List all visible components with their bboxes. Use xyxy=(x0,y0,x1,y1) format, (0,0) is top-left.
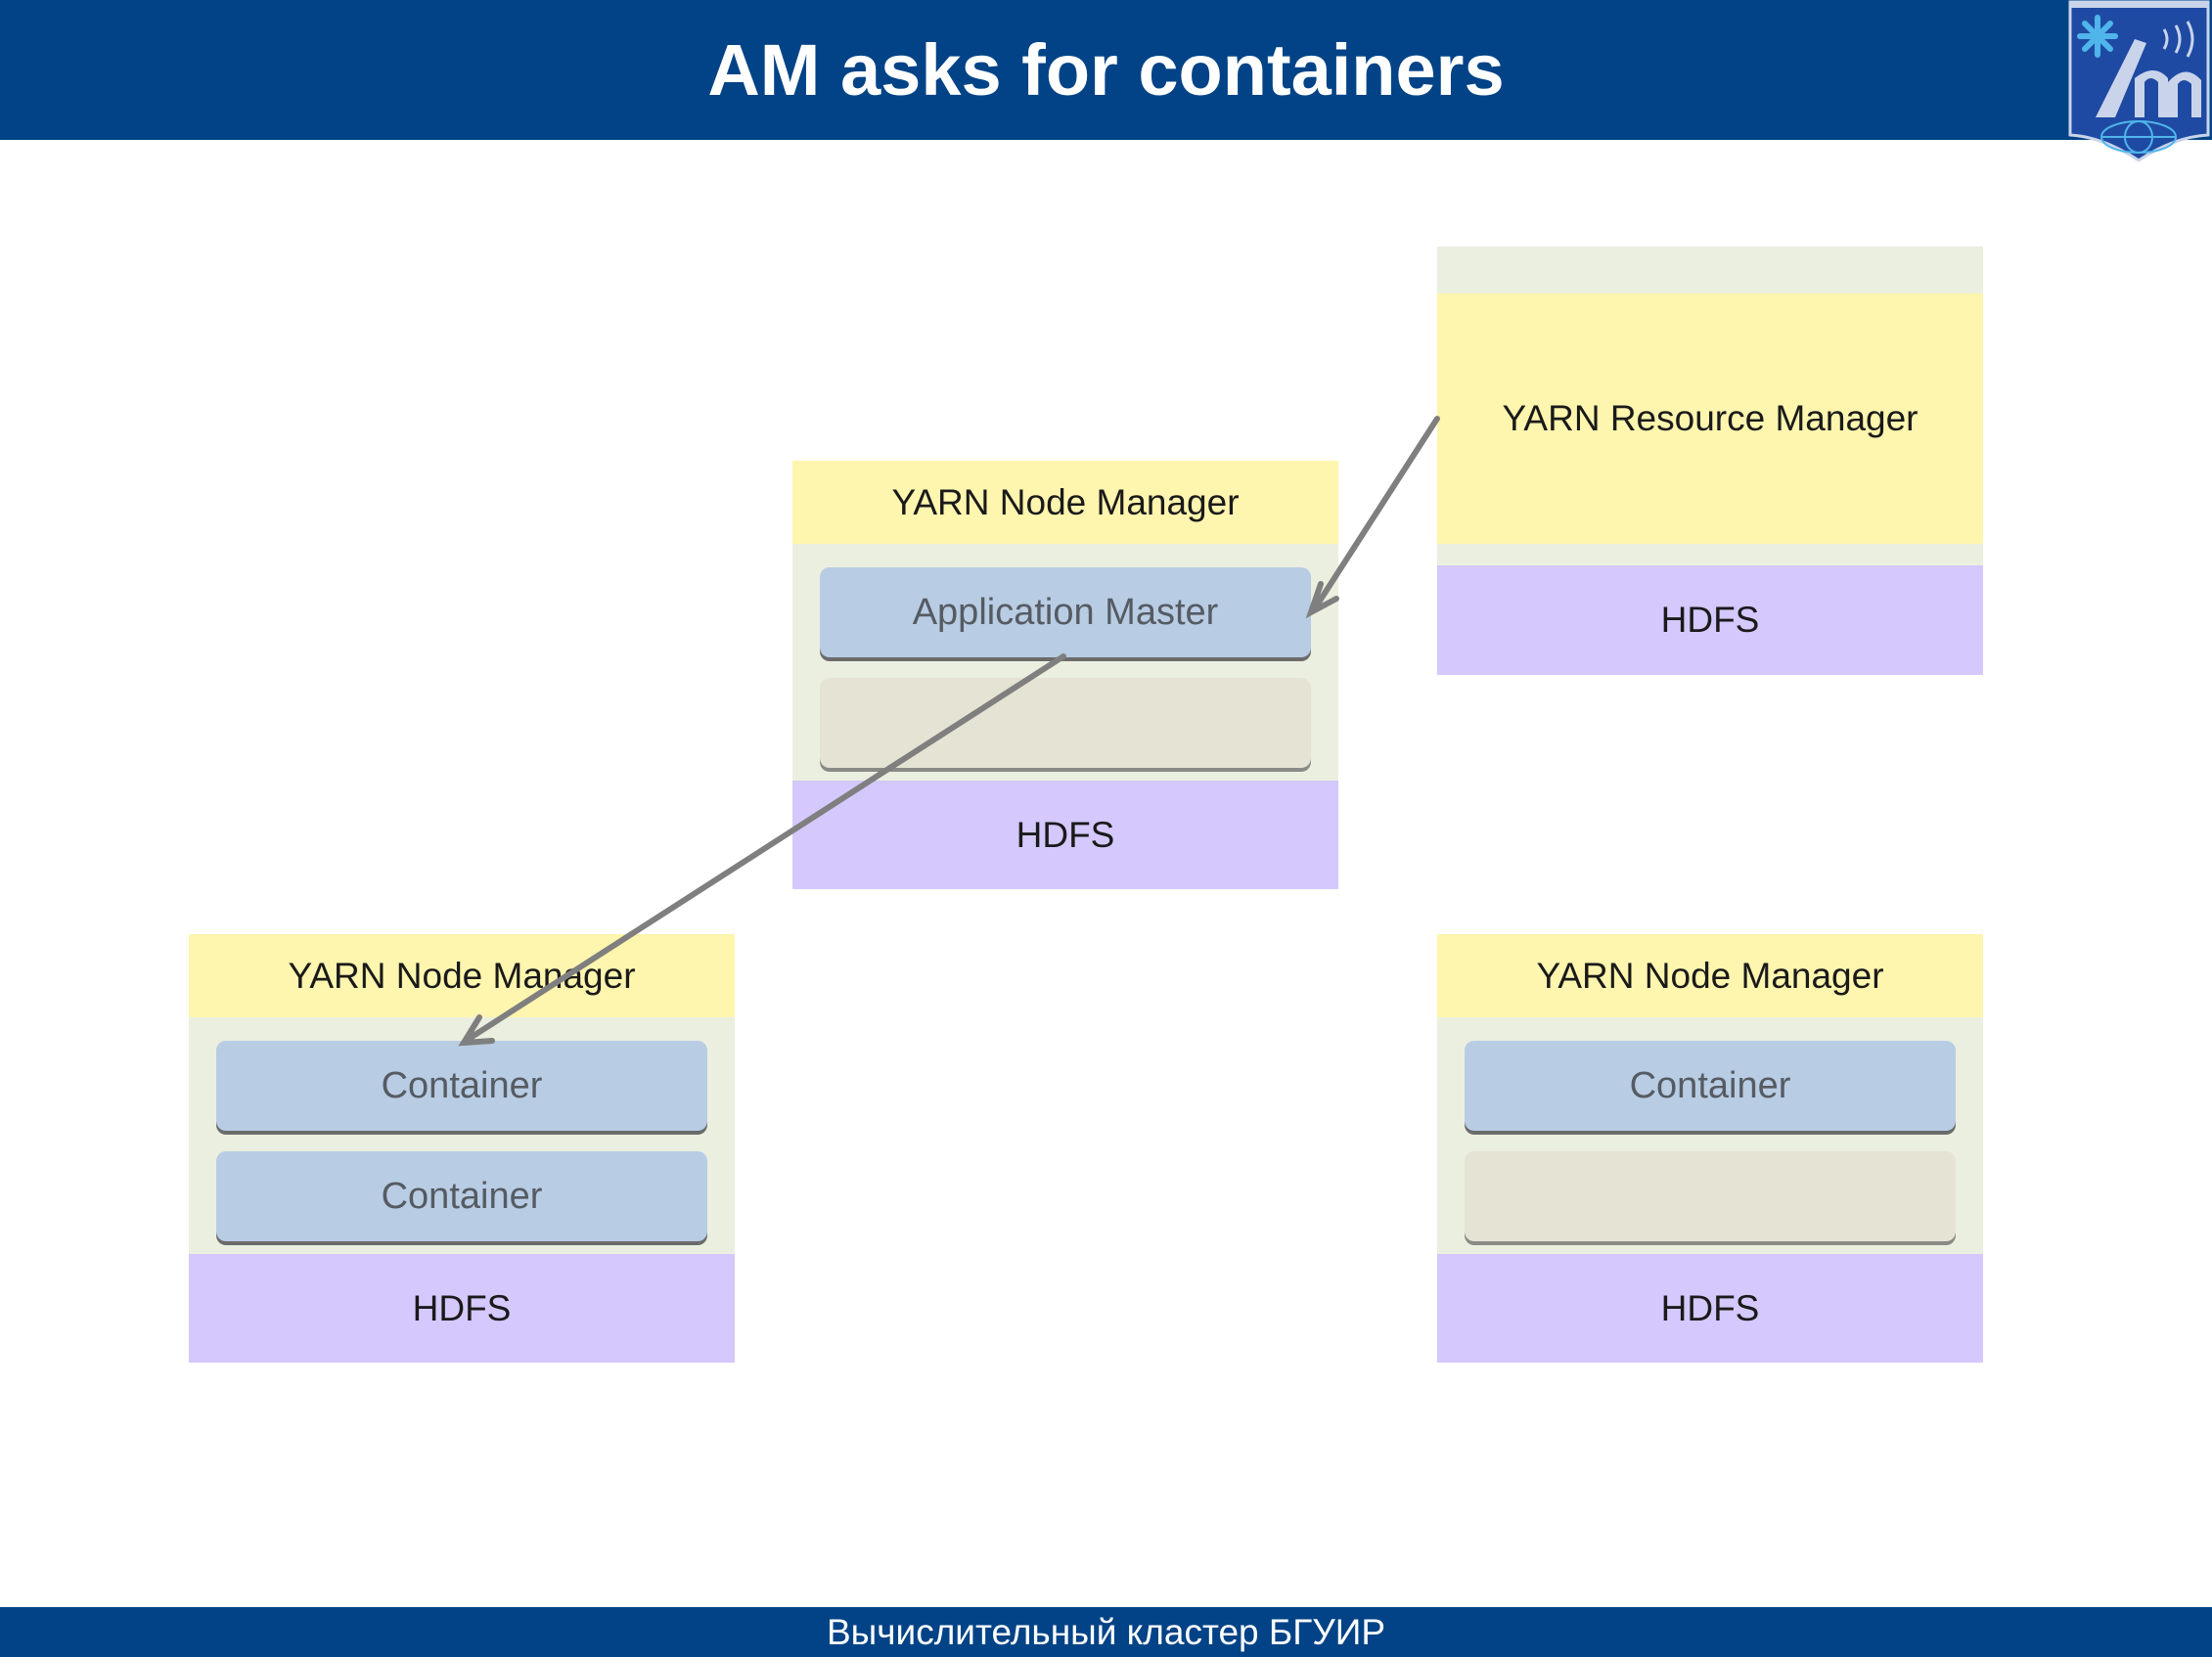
resource-manager-node: YARN Resource Manager HDFS xyxy=(1437,246,1983,675)
university-logo xyxy=(2068,0,2210,162)
node-manager-label: YARN Node Manager xyxy=(189,934,735,1017)
resource-manager-label: YARN Resource Manager xyxy=(1437,293,1983,544)
hdfs-label: HDFS xyxy=(189,1254,735,1363)
hdfs-label: HDFS xyxy=(1437,565,1983,675)
application-master: Application Master xyxy=(820,567,1311,657)
container-slot: Container xyxy=(1465,1041,1956,1131)
node-manager-center: YARN Node Manager Application Master HDF… xyxy=(792,461,1338,889)
slide-title: AM asks for containers xyxy=(707,29,1505,111)
footer-bar: Вычислительный кластер БГУИР xyxy=(0,1607,2212,1657)
title-bar: AM asks for containers xyxy=(0,0,2212,140)
node-manager-left: YARN Node Manager Container Container HD… xyxy=(189,934,735,1363)
node-manager-right: YARN Node Manager Container HDFS xyxy=(1437,934,1983,1363)
empty-slot xyxy=(1465,1151,1956,1241)
empty-slot xyxy=(820,678,1311,768)
footer-text: Вычислительный кластер БГУИР xyxy=(826,1612,1386,1652)
hdfs-label: HDFS xyxy=(792,781,1338,889)
container-slot: Container xyxy=(216,1151,707,1241)
container-slot: Container xyxy=(216,1041,707,1131)
node-manager-label: YARN Node Manager xyxy=(792,461,1338,544)
hdfs-label: HDFS xyxy=(1437,1254,1983,1363)
node-manager-label: YARN Node Manager xyxy=(1437,934,1983,1017)
